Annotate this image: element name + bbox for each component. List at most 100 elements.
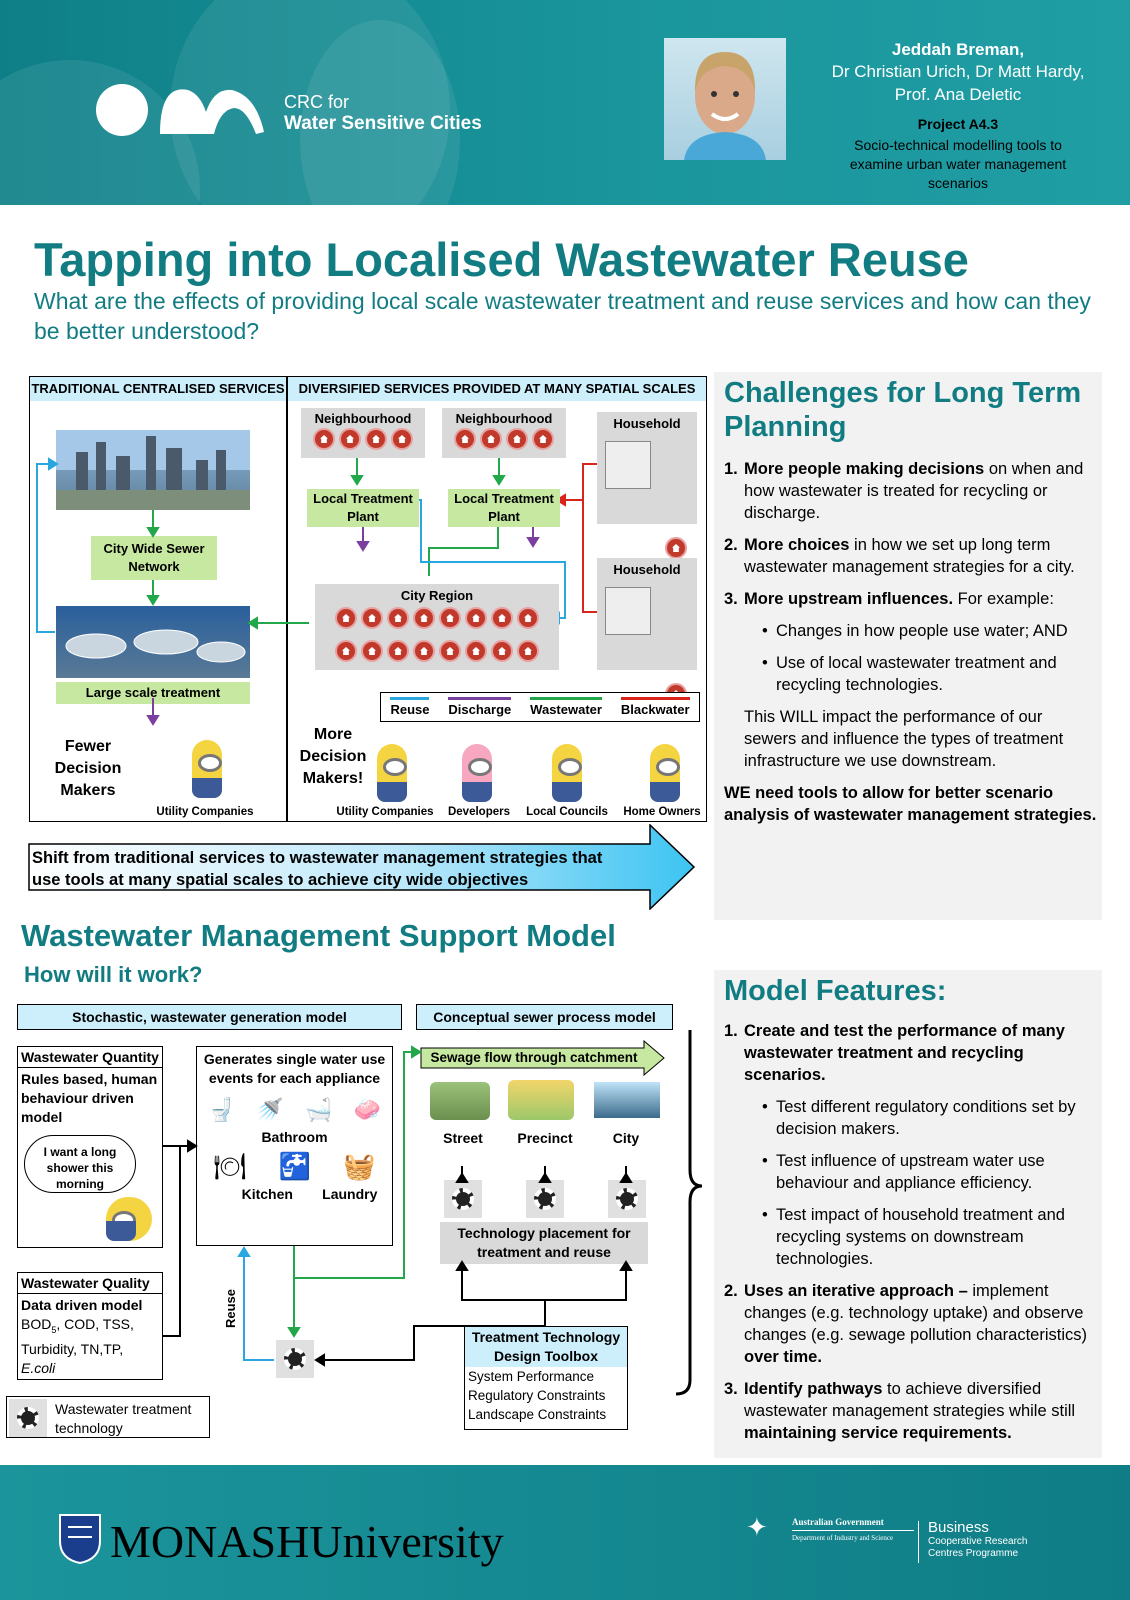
- toolbox-item-regulatory: Regulatory Constraints: [468, 1388, 606, 1403]
- poster-footer: MONASHUniversity Australian Government D…: [0, 1465, 1130, 1600]
- logo-line2: Water Sensitive Cities: [284, 113, 482, 134]
- wql-sub: 5: [51, 1324, 57, 1335]
- project-description: Socio-technical modelling tools to exami…: [849, 137, 1067, 191]
- features-list: 1.Create and test the performance of man…: [724, 1020, 1098, 1444]
- business-text: Business: [928, 1519, 989, 1536]
- toilet-icon: 🚽: [207, 1097, 236, 1122]
- wql-bold: Data driven model: [21, 1297, 143, 1313]
- city-region-box: City Region: [315, 584, 559, 670]
- business-crc-logo: Business Cooperative Research Centres Pr…: [928, 1519, 1038, 1560]
- household-box-1: Household: [597, 412, 697, 559]
- home-owners-label: Home Owners: [623, 806, 701, 818]
- appliance-box: Generates single water use events for ea…: [196, 1046, 393, 1246]
- neighbourhood-label: Neighbourhood: [314, 411, 412, 426]
- challenge-3-text: For example:: [953, 590, 1054, 608]
- university-text: University: [309, 1516, 504, 1567]
- thought-bubble: I want a long shower this morning: [24, 1135, 136, 1193]
- wq-description: Rules based, human behaviour driven mode…: [21, 1071, 158, 1125]
- technology-legend-icon: [9, 1399, 47, 1437]
- poster-title: Tapping into Localised Wastewater Reuse: [34, 233, 969, 286]
- features-panel: [714, 970, 1102, 1458]
- author-block: Jeddah Breman, Dr Christian Urich, Dr Ma…: [830, 40, 1086, 193]
- challenge-conclusion: WE need tools to allow for better scenar…: [724, 784, 1097, 824]
- flow-legend: Reuse Discharge Wastewater Blackwater: [380, 692, 700, 722]
- crc-logo-icon: [96, 84, 264, 136]
- minion-utility-icon: [377, 744, 407, 802]
- household-label: Household: [613, 416, 681, 431]
- washing-machine-icon: 🧺: [343, 1151, 376, 1181]
- features-title: Model Features:: [724, 975, 947, 1007]
- feature-3-text: to achieve diversified wastewater manage…: [744, 1380, 1076, 1420]
- challenge-bullet-1: Changes in how people use water; AND: [776, 622, 1068, 640]
- co-authors: Dr Christian Urich, Dr Matt Hardy, Prof.…: [831, 62, 1085, 104]
- feature-1: Create and test the performance of many …: [744, 1022, 1065, 1084]
- challenges-title: Challenges for Long Term Planning: [724, 377, 1082, 443]
- lead-author: Jeddah Breman,: [891, 40, 1025, 59]
- utility-companies-label-1: Utility Companies: [156, 806, 254, 818]
- generates-events-label: Generates single water use events for ea…: [203, 1051, 386, 1086]
- poster-header: CRC for Water Sensitive Cities Jeddah Br…: [0, 0, 1130, 205]
- wastewater-quality-box: Wastewater Quality Data driven model BOD…: [17, 1272, 163, 1380]
- wql-bod: BOD: [21, 1316, 52, 1332]
- city-sewer-network: City Wide Sewer Network: [91, 536, 217, 580]
- shower-icon: 🚿: [256, 1097, 284, 1122]
- crc-logo-text: CRC for Water Sensitive Cities: [284, 92, 482, 135]
- minion-developer-icon: [462, 744, 492, 802]
- traditional-header: TRADITIONAL CENTRALISED SERVICES: [30, 377, 286, 401]
- sewage-flow-arrow-icon: [420, 1040, 665, 1076]
- challenge-1-text: on when and how wastewater is treated fo…: [744, 460, 1084, 522]
- household-tank-icon: [605, 587, 651, 635]
- precinct-label: Precinct: [517, 1130, 573, 1146]
- kitchen-laundry-appliances: 🍽 🚰 🧺: [197, 1151, 392, 1182]
- monash-crest-icon: [59, 1514, 101, 1565]
- model-arrows: [163, 1030, 703, 1396]
- shift-arrow-text: Shift from traditional services to waste…: [32, 849, 603, 889]
- local-treatment-plant-2: Local Treatment Plant: [448, 489, 560, 527]
- dishwasher-icon: 🍽: [213, 1151, 247, 1181]
- city-skyline-image: [56, 430, 250, 510]
- challenge-bullet-2: Use of local wastewater treatment and re…: [776, 654, 1057, 694]
- stochastic-model-label: Stochastic, wastewater generation model: [17, 1004, 402, 1030]
- street-label: Street: [443, 1130, 483, 1146]
- challenges-panel: [714, 372, 1102, 920]
- challenge-2-text: in how we set up long term wastewater ma…: [744, 536, 1075, 576]
- technology-legend-label: Wastewater treatment technology: [55, 1401, 192, 1436]
- kitchen-sink-icon: 🚰: [278, 1151, 311, 1181]
- precinct-image: [508, 1080, 574, 1120]
- sink-icon: 🧼: [353, 1097, 382, 1122]
- challenge-3-bold: More upstream influences.: [744, 590, 954, 608]
- household-tank-icon: [605, 441, 651, 489]
- treatment-toolbox-box: Treatment Technology Design Toolbox Syst…: [464, 1326, 628, 1430]
- project-id: Project A4.3: [917, 116, 999, 132]
- wastewater-quantity-box: Wastewater Quantity Rules based, human b…: [17, 1046, 163, 1248]
- city-label: City: [612, 1130, 640, 1146]
- legend-wastewater: Wastewater: [530, 697, 602, 717]
- shift-arrow-icon: [28, 824, 696, 910]
- minion-council-icon: [552, 744, 582, 802]
- local-treatment-plant-1: Local Treatment Plant: [307, 489, 419, 527]
- legend-blackwater: Blackwater: [620, 697, 690, 717]
- large-scale-treatment: Large scale treatment: [56, 682, 250, 704]
- feature-bullet-1: Test different regulatory conditions set…: [776, 1098, 1076, 1138]
- fewer-decision-makers: Fewer Decision Makers: [54, 738, 122, 799]
- feature-3-bold: Identify pathways: [744, 1380, 883, 1398]
- conceptual-model-label: Conceptual sewer process model: [416, 1004, 673, 1030]
- model-section-subtitle: How will it work?: [24, 962, 203, 987]
- decor-wave: [300, 20, 460, 205]
- gov-line2: Department of Industry and Science: [792, 1534, 894, 1542]
- utility-companies-label-2: Utility Companies: [336, 806, 434, 818]
- treatment-tech-icon: [526, 1180, 564, 1218]
- technology-legend-box: Wastewater treatment technology: [6, 1396, 210, 1438]
- wql-params: , COD, TSS, Turbidity, TN,TP,: [21, 1316, 134, 1357]
- minion-shower-icon: [106, 1197, 152, 1241]
- wq-title: Wastewater Quantity: [18, 1047, 162, 1068]
- bathroom-label: Bathroom: [261, 1129, 328, 1145]
- legend-discharge: Discharge: [448, 697, 512, 717]
- laundry-label: Laundry: [322, 1186, 378, 1202]
- crc-programme-text: Cooperative Research Centres Programme: [928, 1536, 1028, 1559]
- kitchen-label: Kitchen: [241, 1186, 293, 1202]
- challenges-list: 1.More people making decisions on when a…: [724, 460, 1097, 824]
- poster-subtitle: What are the effects of providing local …: [34, 288, 1091, 344]
- model-section-title: Wastewater Management Support Model: [21, 918, 616, 953]
- monash-text: MONASH: [110, 1516, 310, 1567]
